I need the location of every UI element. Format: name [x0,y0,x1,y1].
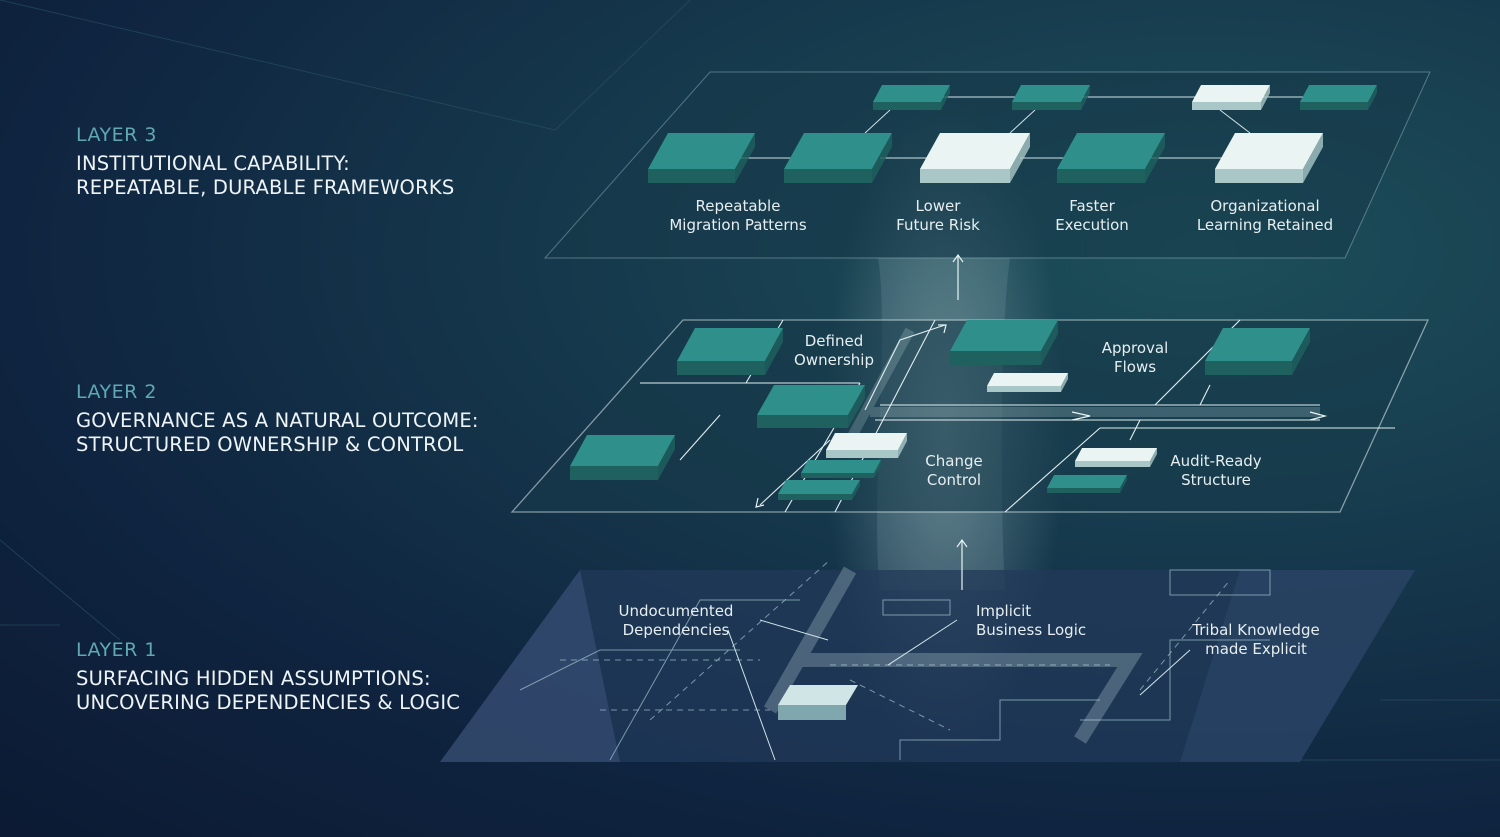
label-line: Business Logic [976,621,1087,639]
teal-tile [950,320,1058,365]
layer-title: INSTITUTIONAL CAPABILITY: [76,152,350,175]
label-line: Control [926,471,982,489]
teal-tile [801,460,881,478]
label-line: Learning Retained [1196,216,1334,234]
layer-2-heading: LAYER 2 GOVERNANCE AS A NATURAL OUTCOME:… [76,381,479,457]
layer-subtitle: STRUCTURED OWNERSHIP & CONTROL [76,433,464,456]
teal-tile [1012,85,1090,110]
teal-tile [784,133,892,183]
label-line: Flows [1113,358,1157,376]
label-line: Change [925,452,983,470]
layer-3-heading: LAYER 3 INSTITUTIONAL CAPABILITY: REPEAT… [76,124,454,200]
layer-number: LAYER 3 [76,124,157,146]
teal-tile [648,133,755,183]
label-line: Future Risk [896,216,980,234]
layer-title: GOVERNANCE AS A NATURAL OUTCOME: [76,409,479,432]
teal-tile [677,328,783,375]
flow-arrows [755,253,1328,590]
label-line: Ownership [794,351,874,369]
highlight-tile [826,433,907,458]
label-line: Structure [1181,471,1251,489]
background-lines [0,0,1500,761]
highlight-tile [987,373,1068,392]
label-line: Execution [1055,216,1129,234]
label-line: Tribal Knowledge [1192,621,1320,639]
label-line: Repeatable [695,197,781,215]
label-line: Approval [1101,339,1169,357]
highlight-tile [1075,448,1157,467]
label-line: Undocumented [618,602,734,620]
label-line: Defined [804,332,864,350]
layer-title: SURFACING HIDDEN ASSUMPTIONS: [76,667,431,690]
label-line: Implicit [976,602,1032,620]
teal-tile [570,435,675,480]
teal-tile [1205,328,1310,375]
label-line: Migration Patterns [669,216,807,234]
layer-subtitle: UNCOVERING DEPENDENCIES & LOGIC [76,691,461,714]
label-line: Organizational [1210,197,1320,215]
label-line: Audit-Ready [1170,452,1262,470]
teal-tile [873,85,950,110]
teal-tile [1300,85,1377,110]
label-line: Faster [1069,197,1115,215]
highlight-tile [1215,133,1323,183]
teal-tile [757,385,865,428]
teal-tile [778,480,860,500]
layer-subtitle: REPEATABLE, DURABLE FRAMEWORKS [76,176,455,199]
label-line: Dependencies [622,621,730,639]
teal-tile [1047,475,1127,493]
layer-1-heading: LAYER 1 SURFACING HIDDEN ASSUMPTIONS: UN… [76,639,460,715]
label-line: Lower [915,197,961,215]
layer-1-plane [440,559,1415,762]
highlight-tile [1192,85,1270,110]
label-line: made Explicit [1205,640,1307,658]
teal-tile [1057,133,1165,183]
layer-number: LAYER 1 [76,639,157,661]
highlight-tile [920,133,1030,183]
layer-number: LAYER 2 [76,381,157,403]
